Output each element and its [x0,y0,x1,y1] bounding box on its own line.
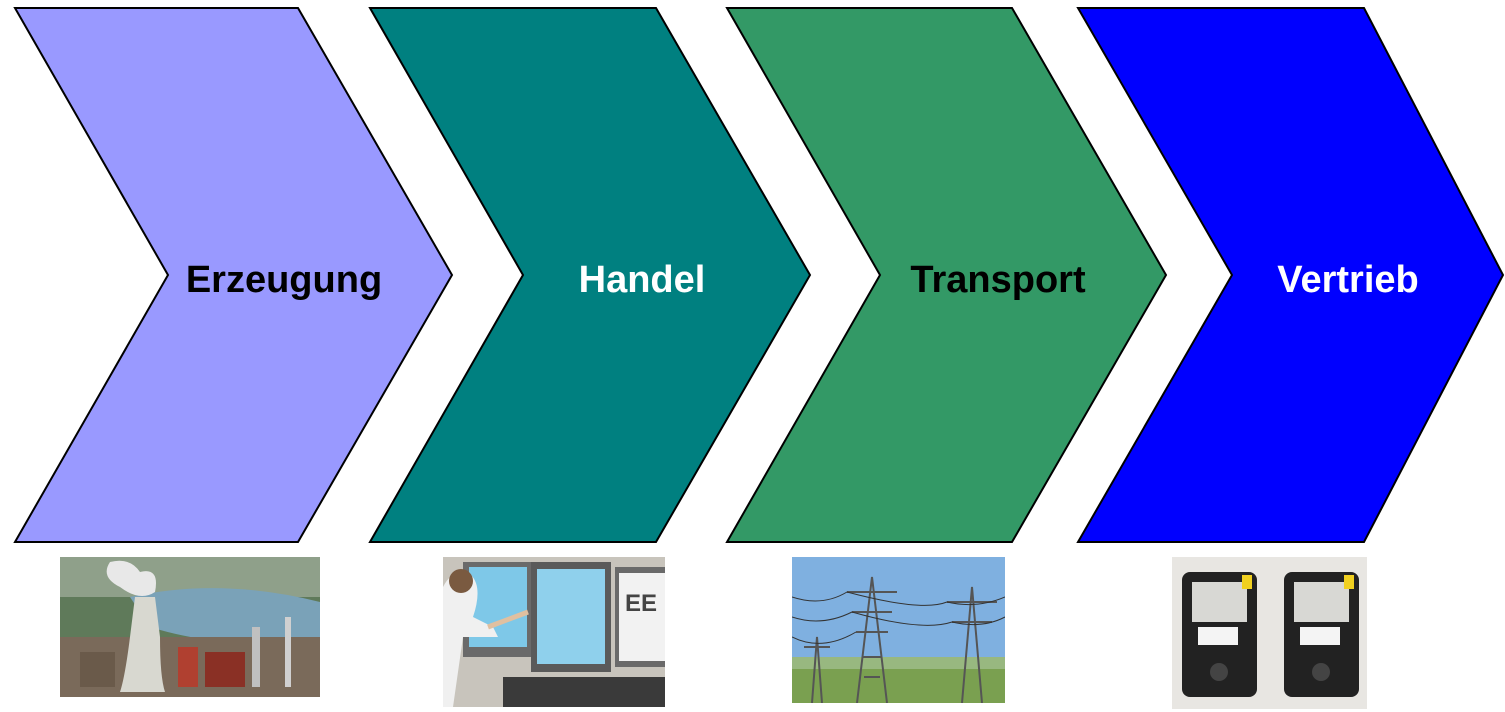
power-lines-photo [792,557,1005,703]
chevron-erzeugung: Erzeugung [13,7,454,543]
chevron-label-transport: Transport [910,259,1086,301]
chevron-label-handel: Handel [579,259,706,301]
chevron-shape-transport [725,7,1168,543]
chevron-vertrieb: Vertrieb [1076,7,1505,543]
chevron-shape-handel [368,7,812,543]
svg-text:EE: EE [625,590,657,617]
chevron-label-vertrieb: Vertrieb [1277,259,1419,301]
chevron-transport: Transport [725,7,1168,543]
trading-desk-photo: EE [443,557,665,707]
chevron-handel: Handel [368,7,812,543]
electricity-meters-photo [1172,557,1367,709]
chevron-shape-vertrieb [1076,7,1505,543]
chevron-shape-erzeugung [13,7,454,543]
chevron-label-erzeugung: Erzeugung [186,259,382,301]
power-plant-photo [60,557,320,697]
